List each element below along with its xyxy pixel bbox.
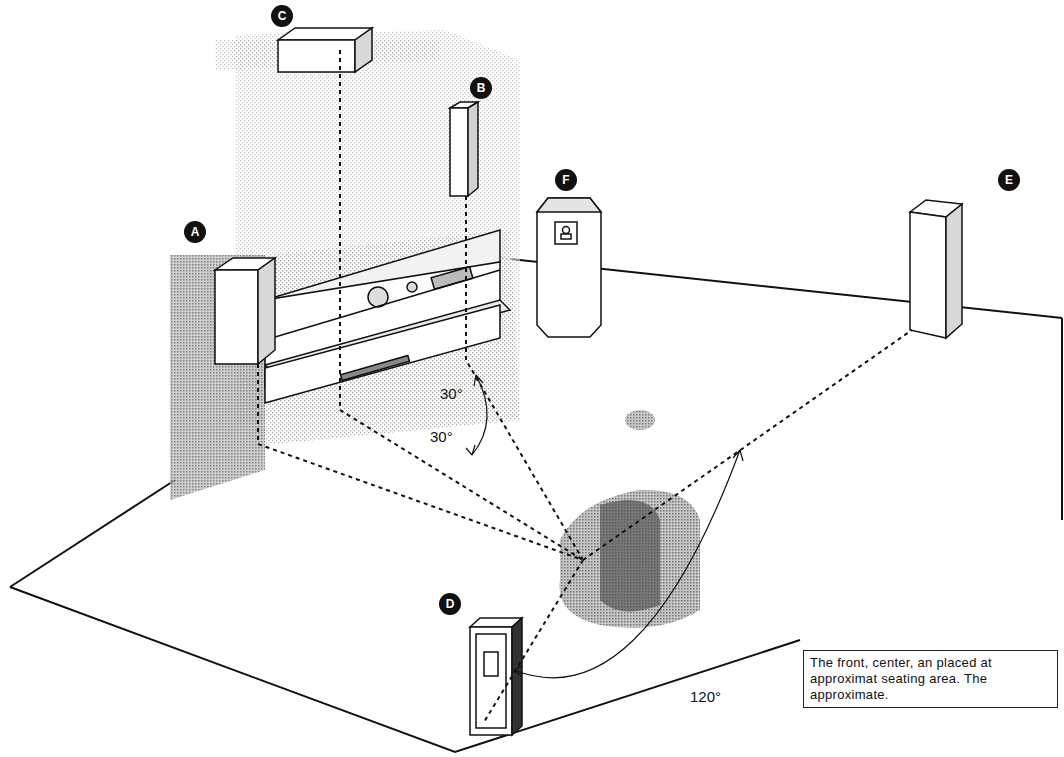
note-box: The front, center, an placed at approxim… <box>803 650 1058 708</box>
speaker-f <box>537 198 601 337</box>
cabinet-stipple <box>170 30 520 500</box>
angle-label: 30° <box>430 428 453 445</box>
speaker-b <box>450 102 478 196</box>
angle-label: 30° <box>440 385 463 402</box>
speaker-c <box>278 28 372 72</box>
callout-letter: D <box>439 593 461 615</box>
speaker-a <box>215 258 275 364</box>
callout-letter: E <box>998 169 1020 191</box>
angle-arcs <box>466 375 743 678</box>
speaker-d <box>470 618 522 735</box>
floor-outline <box>10 258 1062 752</box>
speaker-e <box>910 200 962 338</box>
callout-letter: F <box>555 169 577 191</box>
dvd-player <box>265 300 510 403</box>
sight-lines <box>258 50 912 722</box>
callout-letter: B <box>470 77 492 99</box>
callout-letter: C <box>271 5 293 27</box>
note-text: The front, center, an placed at approxim… <box>810 655 1051 703</box>
listener-chair <box>560 410 701 628</box>
angle-label: 120° <box>690 688 721 705</box>
callout-letter: A <box>184 221 206 243</box>
